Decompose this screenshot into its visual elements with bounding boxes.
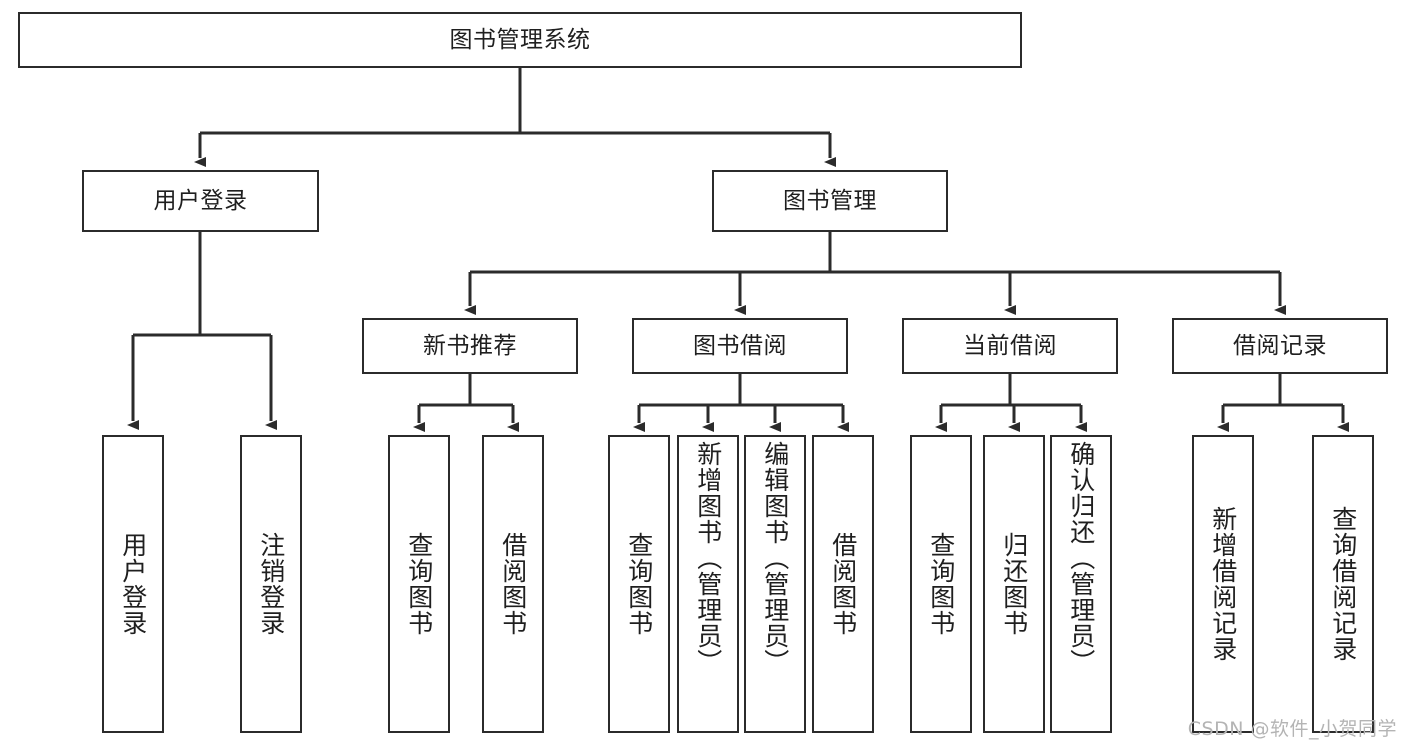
- node-leaf-add-book-admin-label: 新增图书（管理员）: [693, 441, 723, 675]
- node-leaf-edit-book-admin-label: 编辑图书（管理员）: [760, 441, 790, 675]
- node-root-system[interactable]: 图书管理系统: [18, 12, 1022, 68]
- node-root-label: 图书管理系统: [449, 26, 591, 53]
- node-book-management[interactable]: 图书管理: [712, 170, 948, 232]
- node-book-management-label: 图书管理: [783, 187, 877, 214]
- node-leaf-user-login[interactable]: 用户登录: [102, 435, 164, 733]
- node-book-borrow[interactable]: 图书借阅: [632, 318, 848, 374]
- node-leaf-user-login-label: 用户登录: [118, 532, 148, 636]
- node-new-book-recommend-label: 新书推荐: [423, 332, 517, 359]
- node-leaf-logout-login-label: 注销登录: [256, 532, 286, 636]
- node-new-book-recommend[interactable]: 新书推荐: [362, 318, 578, 374]
- node-leaf-query-borrow-record-label: 查询借阅记录: [1328, 506, 1358, 662]
- watermark-text: CSDN @软件_小贺同学: [1187, 718, 1397, 740]
- node-leaf-edit-book-admin[interactable]: 编辑图书（管理员）: [744, 435, 806, 733]
- node-leaf-borrow-book-1-label: 借阅图书: [498, 532, 528, 636]
- node-leaf-query-book-2-label: 查询图书: [624, 532, 654, 636]
- node-leaf-query-borrow-record[interactable]: 查询借阅记录: [1312, 435, 1374, 733]
- node-leaf-query-book-1-label: 查询图书: [404, 532, 434, 636]
- node-leaf-add-borrow-record-label: 新增借阅记录: [1208, 506, 1238, 662]
- node-borrow-record-label: 借阅记录: [1233, 332, 1327, 359]
- node-leaf-confirm-return-admin-label: 确认归还（管理员）: [1066, 441, 1096, 675]
- node-leaf-borrow-book-2[interactable]: 借阅图书: [812, 435, 874, 733]
- node-current-borrow-label: 当前借阅: [963, 332, 1057, 359]
- node-leaf-return-book-label: 归还图书: [999, 532, 1029, 636]
- node-leaf-add-borrow-record[interactable]: 新增借阅记录: [1192, 435, 1254, 733]
- node-current-borrow[interactable]: 当前借阅: [902, 318, 1118, 374]
- node-borrow-record[interactable]: 借阅记录: [1172, 318, 1388, 374]
- node-leaf-add-book-admin[interactable]: 新增图书（管理员）: [677, 435, 739, 733]
- node-user-login[interactable]: 用户登录: [82, 170, 319, 232]
- node-book-borrow-label: 图书借阅: [693, 332, 787, 359]
- node-leaf-borrow-book-1[interactable]: 借阅图书: [482, 435, 544, 733]
- node-leaf-query-book-1[interactable]: 查询图书: [388, 435, 450, 733]
- node-leaf-logout-login[interactable]: 注销登录: [240, 435, 302, 733]
- node-leaf-borrow-book-2-label: 借阅图书: [828, 532, 858, 636]
- node-leaf-query-book-3-label: 查询图书: [926, 532, 956, 636]
- node-user-login-label: 用户登录: [153, 187, 248, 214]
- node-leaf-query-book-2[interactable]: 查询图书: [608, 435, 670, 733]
- node-leaf-return-book[interactable]: 归还图书: [983, 435, 1045, 733]
- node-leaf-query-book-3[interactable]: 查询图书: [910, 435, 972, 733]
- node-leaf-confirm-return-admin[interactable]: 确认归还（管理员）: [1050, 435, 1112, 733]
